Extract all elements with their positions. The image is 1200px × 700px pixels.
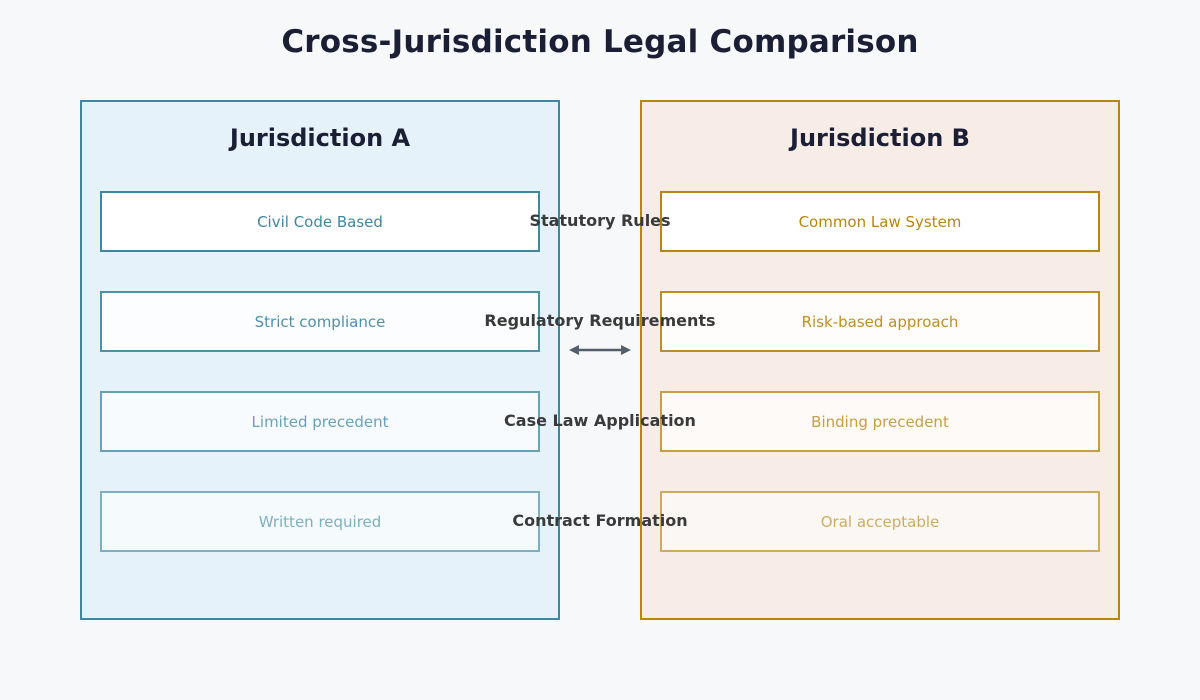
criterion-label-regulatory-requirements: Regulatory Requirements <box>484 311 716 330</box>
jurisdiction-a-value-2: Strict compliance <box>254 312 386 331</box>
jurisdiction-a-value-1: Civil Code Based <box>257 212 383 231</box>
jurisdiction-a-value-4: Written required <box>258 512 382 531</box>
jurisdiction-b-value-box-4[interactable]: Oral acceptable <box>660 491 1100 552</box>
jurisdiction-b-value-2: Risk-based approach <box>801 312 959 331</box>
jurisdiction-b-value-box-2[interactable]: Risk-based approach <box>660 291 1100 352</box>
jurisdiction-a-value-box-4[interactable]: Written required <box>100 491 540 552</box>
jurisdiction-a-panel: Jurisdiction A Civil Code Based Strict c… <box>80 100 560 620</box>
jurisdiction-b-value-1: Common Law System <box>798 212 962 231</box>
jurisdiction-a-value-3: Limited precedent <box>251 412 389 431</box>
jurisdiction-b-value-box-3[interactable]: Binding precedent <box>660 391 1100 452</box>
criterion-label-case-law-application: Case Law Application <box>504 411 696 430</box>
jurisdiction-b-value-3: Binding precedent <box>811 412 949 431</box>
jurisdiction-a-title: Jurisdiction A <box>229 124 411 152</box>
jurisdiction-a-value-box-2[interactable]: Strict compliance <box>100 291 540 352</box>
jurisdiction-b-title: Jurisdiction B <box>790 124 970 152</box>
page-title: Cross-Jurisdiction Legal Comparison <box>281 24 919 60</box>
double-headed-arrow-icon <box>568 340 632 360</box>
jurisdiction-b-value-box-1[interactable]: Common Law System <box>660 191 1100 252</box>
criterion-label-statutory-rules: Statutory Rules <box>529 211 671 230</box>
jurisdiction-b-panel: Jurisdiction B Common Law System Risk-ba… <box>640 100 1120 620</box>
jurisdiction-b-value-4: Oral acceptable <box>820 512 940 531</box>
criterion-label-contract-formation: Contract Formation <box>512 511 688 530</box>
jurisdiction-a-value-box-1[interactable]: Civil Code Based <box>100 191 540 252</box>
jurisdiction-a-value-box-3[interactable]: Limited precedent <box>100 391 540 452</box>
